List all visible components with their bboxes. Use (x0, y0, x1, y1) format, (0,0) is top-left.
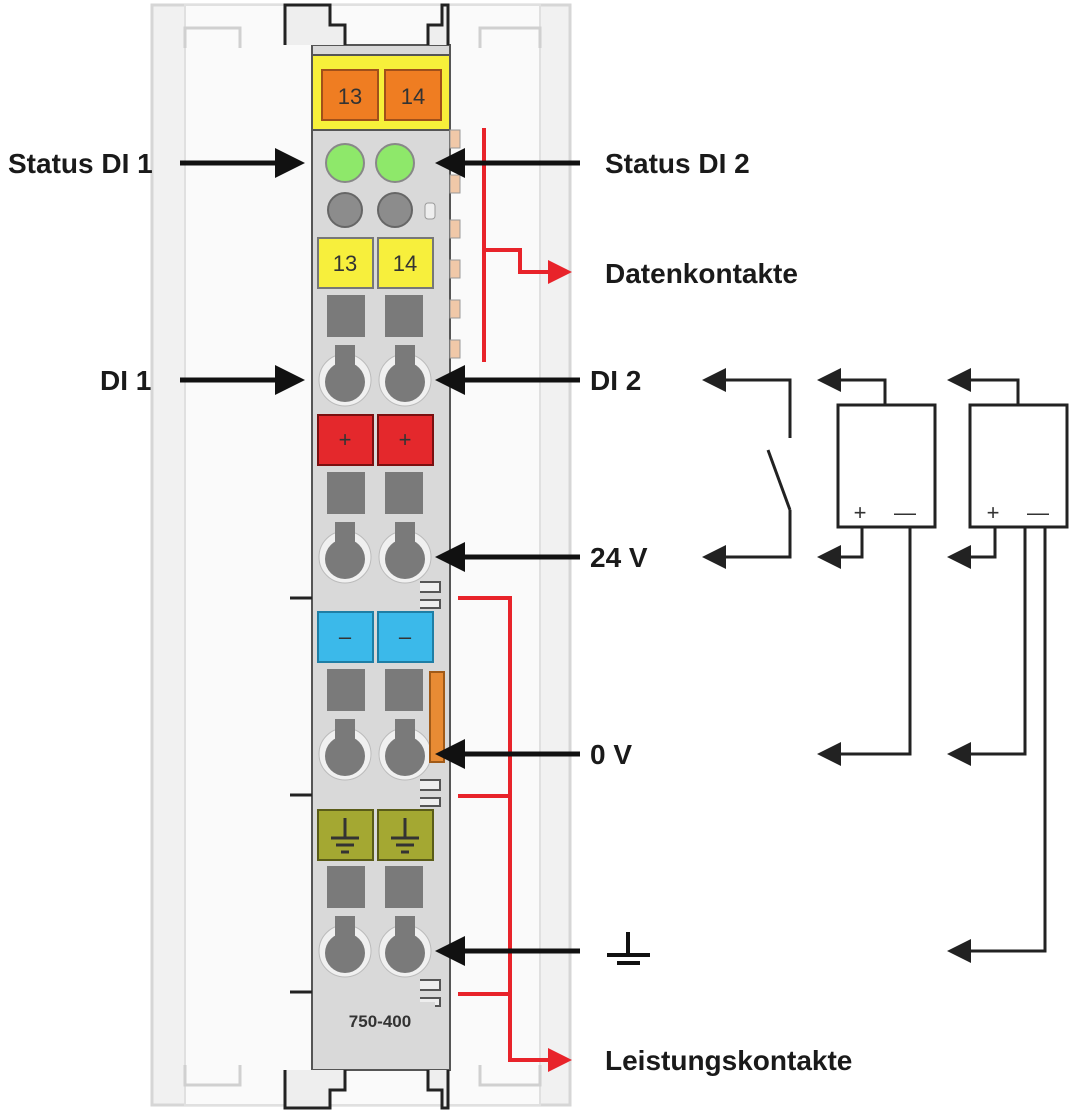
plus-terminal-labels: + + (317, 414, 434, 466)
label-status-di2: Status DI 2 (605, 148, 750, 179)
sensor-1-plus: + (854, 500, 867, 525)
sensor-1-minus: — (894, 500, 916, 525)
signal-terminal-labels: 13 14 (317, 237, 434, 289)
ground-icon (331, 818, 419, 854)
ground-terminal-labels (317, 809, 434, 861)
spring-clamps (318, 295, 432, 978)
label-di1: DI 1 (100, 365, 151, 396)
label-leistungskontakte: Leistungskontakte (605, 1045, 852, 1076)
label-di2: DI 2 (590, 365, 641, 396)
data-contact-pads (449, 129, 461, 359)
sensor-1: + — (817, 368, 937, 766)
label-0v: 0 V (590, 739, 632, 770)
label-24v: 24 V (590, 542, 648, 573)
led-status-di2 (375, 143, 415, 183)
sensor-2: + — (947, 368, 1069, 963)
signal-terminal-label-left: 13 (333, 251, 357, 276)
sensor-2-minus: — (1027, 500, 1049, 525)
model-number: 750-400 (349, 1012, 411, 1031)
top-terminal-label-left: 13 (338, 84, 362, 109)
led-status-di1 (325, 143, 365, 183)
label-arrows (180, 148, 580, 966)
top-terminal-label-right: 14 (401, 84, 425, 109)
top-terminal-block: 13 14 (311, 54, 451, 131)
label-datenkontakte: Datenkontakte (605, 258, 798, 289)
sensor-2-plus: + (987, 500, 1000, 525)
leistungskontakte-bracket (458, 596, 572, 1072)
ground-symbol-icon (607, 932, 650, 965)
plus-terminal-label-right: + (399, 427, 412, 452)
switch-wiring (702, 368, 792, 569)
status-leds (325, 143, 436, 228)
signal-terminal-label-right: 14 (393, 251, 417, 276)
minus-terminal-label-left: – (339, 624, 352, 649)
plus-terminal-label-left: + (339, 427, 352, 452)
datenkontakte-bracket (482, 128, 572, 362)
minus-terminal-label-right: – (399, 624, 412, 649)
label-status-di1: Status DI 1 (8, 148, 153, 179)
minus-terminal-labels: – – (317, 611, 434, 663)
